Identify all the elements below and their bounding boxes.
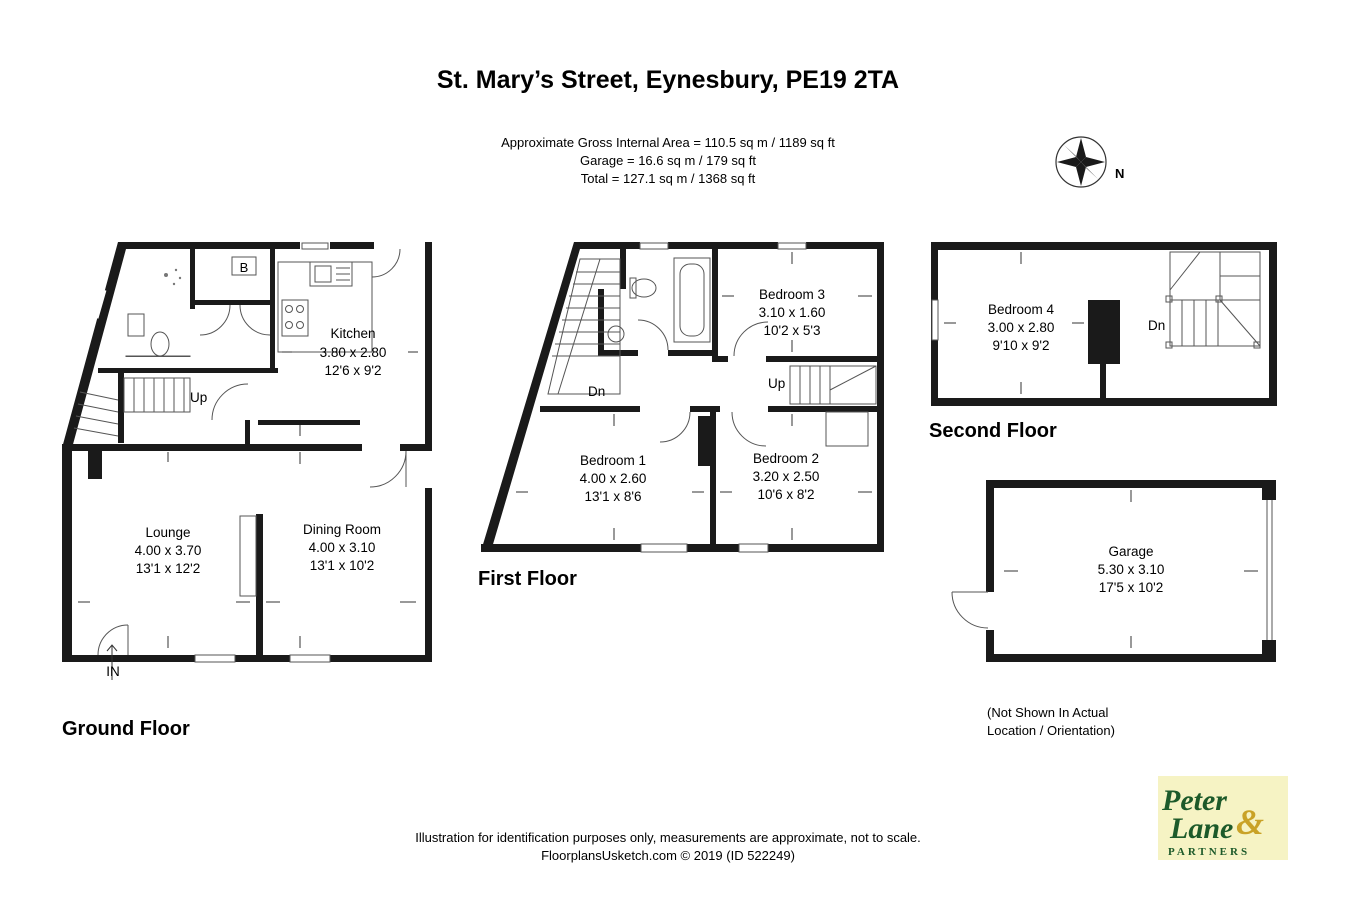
second-floor-label: Second Floor <box>929 420 1057 442</box>
lounge-name: Lounge <box>145 525 190 540</box>
first-stairs-up <box>789 365 877 447</box>
dining-metric: 4.00 x 3.10 <box>309 540 376 555</box>
second-floor-plan <box>931 242 1277 406</box>
bedroom4-metric: 3.00 x 2.80 <box>988 320 1055 335</box>
logo-ampersand: & <box>1236 802 1264 842</box>
garage-note-line2: Location / Orientation) <box>987 723 1115 738</box>
ground-up-label: Up <box>190 390 207 405</box>
bedroom2-name: Bedroom 2 <box>753 451 819 466</box>
second-dn-label: Dn <box>1148 318 1165 333</box>
lounge-metric: 4.00 x 3.70 <box>135 543 202 558</box>
first-up-label: Up <box>768 376 785 391</box>
second-stairs <box>1165 251 1261 349</box>
page-title: St. Mary’s Street, Eynesbury, PE19 2TA <box>437 66 899 94</box>
kitchen-metric: 3.80 x 2.80 <box>320 345 387 360</box>
boiler-label: B <box>240 260 249 275</box>
kitchen-name: Kitchen <box>330 326 375 341</box>
lounge-imperial: 13'1 x 12'2 <box>136 561 200 576</box>
bedroom3-metric: 3.10 x 1.60 <box>759 305 826 320</box>
garage-name: Garage <box>1108 544 1153 559</box>
garage-plan <box>951 480 1276 662</box>
bedroom4-name: Bedroom 4 <box>988 302 1055 317</box>
compass-icon <box>1055 136 1107 188</box>
bedroom1-imperial: 13'1 x 8'6 <box>585 489 642 504</box>
garage-metric: 5.30 x 3.10 <box>1098 562 1165 577</box>
agency-logo: Peter Lane & PARTNERS <box>1158 776 1288 860</box>
bedroom3-imperial: 10'2 x 5'3 <box>764 323 821 338</box>
kitchen-imperial: 12'6 x 9'2 <box>325 363 382 378</box>
first-floor-plan: Dn Up <box>481 242 884 553</box>
total-area-text: Total = 127.1 sq m / 1368 sq ft <box>581 171 756 186</box>
compass-north-label: N <box>1115 166 1124 181</box>
bedroom1-metric: 4.00 x 2.60 <box>580 471 647 486</box>
logo-word-peter: Peter <box>1161 784 1227 817</box>
garage-area-text: Garage = 16.6 sq m / 179 sq ft <box>580 153 756 168</box>
ground-stairs <box>73 377 191 437</box>
dining-imperial: 13'1 x 10'2 <box>310 558 374 573</box>
first-dn-label: Dn <box>588 384 605 399</box>
disclaimer-line1: Illustration for identification purposes… <box>415 830 921 845</box>
bedroom3-name: Bedroom 3 <box>759 287 825 302</box>
bedroom1-name: Bedroom 1 <box>580 453 646 468</box>
bedroom4-imperial: 9'10 x 9'2 <box>993 338 1050 353</box>
logo-word-partners: PARTNERS <box>1168 846 1250 858</box>
ground-floor-label: Ground Floor <box>62 718 190 740</box>
first-floor-label: First Floor <box>478 568 577 590</box>
dining-name: Dining Room <box>303 522 381 537</box>
bedroom2-metric: 3.20 x 2.50 <box>753 469 820 484</box>
first-stairs-down <box>547 258 621 395</box>
disclaimer-line2: FloorplansUsketch.com © 2019 (ID 522249) <box>541 848 795 863</box>
logo-word-lane: Lane <box>1169 812 1233 845</box>
garage-imperial: 17'5 x 10'2 <box>1099 580 1163 595</box>
gross-area-text: Approximate Gross Internal Area = 110.5 … <box>501 135 835 150</box>
ground-floor-plan: B Up <box>62 242 432 680</box>
garage-note-line1: (Not Shown In Actual <box>987 705 1109 720</box>
bedroom2-imperial: 10'6 x 8'2 <box>758 487 815 502</box>
entry-label: IN <box>106 664 120 679</box>
